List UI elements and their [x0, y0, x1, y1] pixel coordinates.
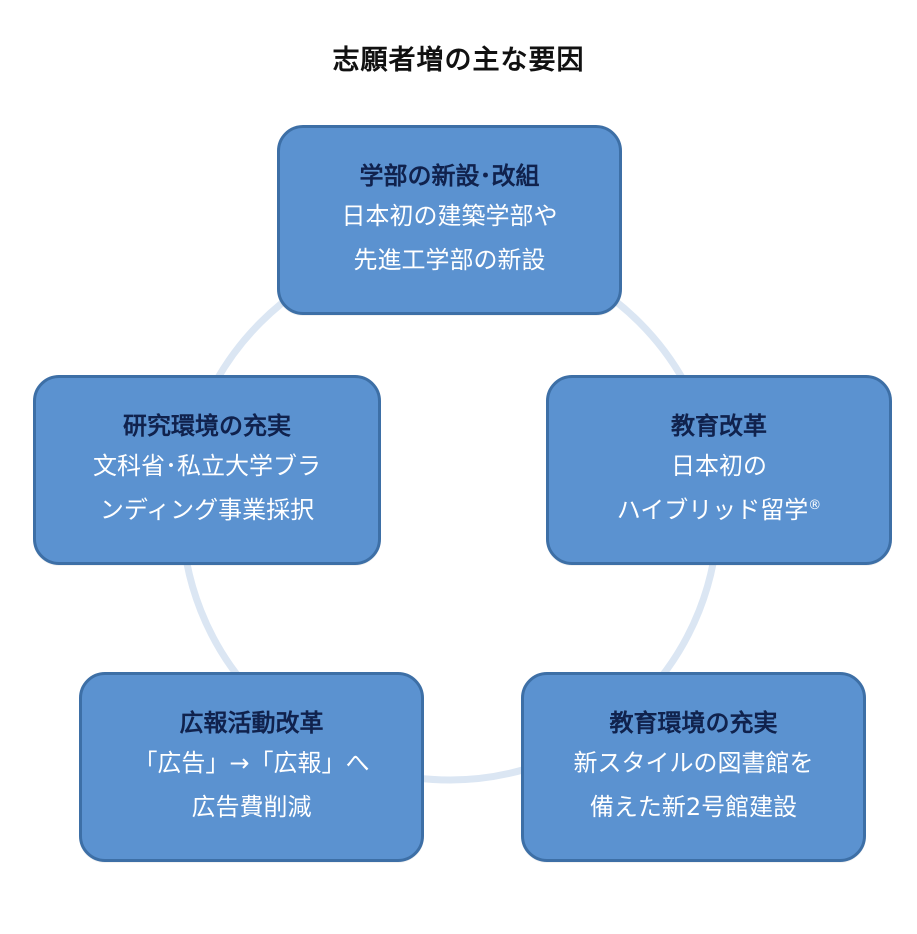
node-education-environment: 教育環境の充実 新スタイルの図書館を 備えた新2号館建設: [521, 672, 866, 862]
node-heading: 教育改革: [671, 412, 767, 440]
node-line: 広告費削減: [191, 793, 312, 821]
node-line-with-mark: ハイブリッド留学®: [617, 488, 822, 532]
node-line: 備えた新2号館建設: [589, 793, 798, 821]
node-faculty-reorganization: 学部の新設･改組 日本初の建築学部や 先進工学部の新設: [277, 125, 622, 315]
node-line: 新スタイルの図書館を: [573, 749, 814, 777]
node-line: 文科省･私立大学ブラ: [93, 452, 321, 480]
node-pr-reform: 広報活動改革 「広告」→「広報」へ 広告費削減: [79, 672, 424, 862]
node-heading: 広報活動改革: [179, 709, 324, 737]
node-line: 日本初の: [671, 452, 767, 480]
node-research-environment: 研究環境の充実 文科省･私立大学ブラ ンディング事業採択: [33, 375, 381, 565]
registered-mark: ®: [808, 498, 822, 513]
node-line-text: ハイブリッド留学: [616, 496, 809, 524]
node-heading: 学部の新設･改組: [359, 162, 540, 190]
node-education-reform: 教育改革 日本初の ハイブリッド留学®: [546, 375, 892, 565]
node-heading: 教育環境の充実: [609, 709, 778, 737]
node-line: ンディング事業採択: [99, 496, 315, 524]
node-line: 先進工学部の新設: [353, 246, 546, 274]
node-line: 日本初の建築学部や: [341, 202, 558, 230]
node-line: 「広告」→「広報」へ: [133, 749, 370, 777]
node-heading: 研究環境の充実: [123, 412, 291, 440]
diagram-title: 志願者増の主な要因: [332, 45, 585, 76]
